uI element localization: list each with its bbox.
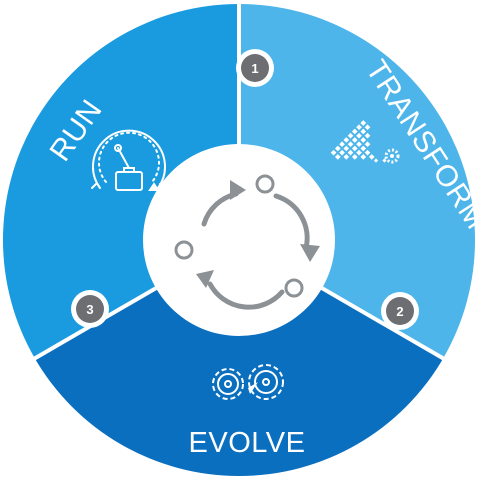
badge-1-number: 1 [251, 61, 258, 76]
speedometer-briefcase-icon [91, 129, 166, 191]
gears-icon [212, 364, 284, 400]
badge-3-number: 3 [86, 302, 93, 317]
badge-2: 2 [381, 292, 419, 330]
badge-3: 3 [71, 290, 109, 328]
cycle-arrows-icon [174, 174, 320, 310]
badge-1: 1 [236, 49, 274, 87]
label-evolve: EVOLVE [189, 427, 306, 459]
badge-2-number: 2 [396, 304, 403, 319]
